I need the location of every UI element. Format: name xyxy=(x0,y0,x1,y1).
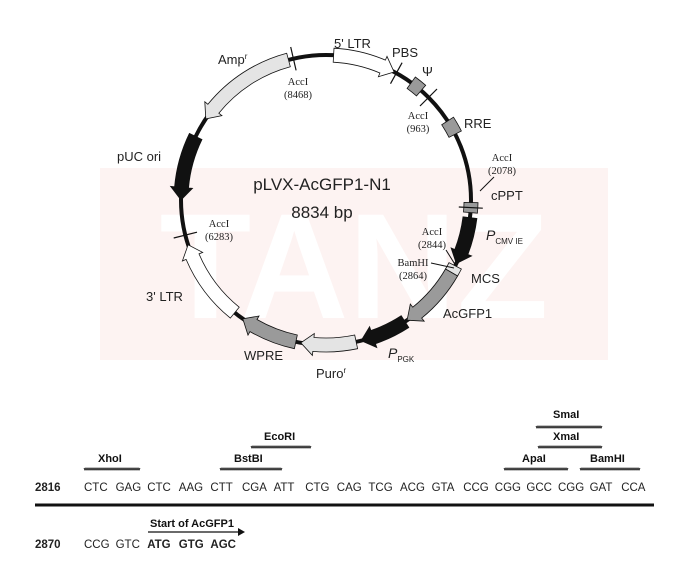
label-puro: Puror xyxy=(316,366,346,381)
codon: CTT xyxy=(210,482,232,494)
label-psi: Ψ xyxy=(422,64,433,79)
feature-puro xyxy=(300,332,359,357)
tick-acci-2078 xyxy=(458,206,483,209)
svg-text:AccI: AccI xyxy=(209,219,230,230)
plasmid-size: 8834 bp xyxy=(291,203,352,222)
feature-5ltr xyxy=(332,47,395,78)
label-rre: RRE xyxy=(464,116,492,131)
site-acci-8468: AccI (8468) xyxy=(284,77,312,101)
site-smai-underline xyxy=(535,424,603,430)
enzyme-apai: ApaI xyxy=(522,453,546,465)
label-cppt: cPPT xyxy=(491,188,523,203)
codon: GAT xyxy=(590,482,613,494)
codon: ACG xyxy=(400,482,425,494)
feature-acgfp1 xyxy=(406,268,459,322)
svg-text:AccI: AccI xyxy=(422,227,443,238)
site-bamhi-2864: BamHI (2864) xyxy=(398,258,455,282)
svg-text:(6283): (6283) xyxy=(205,232,233,243)
site-xhoi-underline xyxy=(83,466,141,472)
codon: AAG xyxy=(179,482,203,494)
label-amp: Ampr xyxy=(218,52,248,67)
svg-text:AccI: AccI xyxy=(288,77,309,88)
codon: CCG xyxy=(463,482,489,494)
site-bamhi-underline xyxy=(579,466,641,472)
site-ecori-underline xyxy=(250,444,312,450)
codon: CTG xyxy=(305,482,329,494)
codon: GTC xyxy=(116,539,140,551)
enzyme-bstbi: BstBI xyxy=(234,453,263,465)
enzyme-xhoi: XhoI xyxy=(98,453,122,465)
label-puc-ori: pUC ori xyxy=(117,149,161,164)
mcs-sequence: 2816 CTC GAG CTC AAG CTT CGA ATT CTG CAG TCG ACG GT… xyxy=(35,409,654,551)
codon: GAG xyxy=(116,482,142,494)
site-acci-2844: AccI (2844) xyxy=(418,227,457,267)
row1-position: 2816 xyxy=(35,482,61,494)
enzyme-ecori: EcoRI xyxy=(264,431,295,443)
site-apai-underline xyxy=(503,466,569,472)
site-acci-963: AccI (963) xyxy=(407,111,430,135)
label-ppgk: PPGK xyxy=(388,345,415,364)
label-3ltr: 3' LTR xyxy=(146,289,183,304)
codon: AGC xyxy=(210,539,236,551)
label-wpre: WPRE xyxy=(244,348,283,363)
tick-acci-963 xyxy=(419,88,438,107)
start-arrow-head xyxy=(238,528,245,536)
label-pcmv: PCMV IE xyxy=(486,227,523,246)
tick-acci-6283 xyxy=(173,231,198,239)
feature-pcmv-ie xyxy=(450,216,478,265)
codon: ATG xyxy=(147,539,170,551)
codon: ATT xyxy=(274,482,295,494)
label-mcs: MCS xyxy=(471,271,500,286)
codon: CAG xyxy=(337,482,362,494)
feature-puc-ori xyxy=(169,132,203,201)
watermark-text: TANZ xyxy=(160,182,549,350)
enzyme-xmai: XmaI xyxy=(553,431,579,443)
watermark-background xyxy=(100,168,608,360)
start-acgfp1-label: Start of AcGFP1 xyxy=(150,518,234,530)
feature-ppgk xyxy=(360,315,410,349)
site-bstbi-underline xyxy=(219,466,283,472)
label-5ltr: 5' LTR xyxy=(334,36,371,51)
svg-text:(963): (963) xyxy=(407,124,430,135)
codon: TCG xyxy=(368,482,392,494)
feature-psi xyxy=(406,76,427,97)
svg-text:(2844): (2844) xyxy=(418,240,446,251)
svg-text:(2864): (2864) xyxy=(399,271,427,282)
codon: CTC xyxy=(84,482,108,494)
tick-pbs xyxy=(389,62,403,84)
codon: CGA xyxy=(242,482,267,494)
tick-acci-8468 xyxy=(290,46,297,71)
enzyme-bamhi: BamHI xyxy=(590,453,625,465)
svg-text:AccI: AccI xyxy=(408,111,429,122)
site-xmai-underline xyxy=(537,444,603,450)
svg-text:(2078): (2078) xyxy=(488,166,516,177)
codon: CGG xyxy=(558,482,584,494)
codon: GCC xyxy=(526,482,552,494)
plasmid-name: pLVX-AcGFP1-N1 xyxy=(253,175,391,194)
codon: GTG xyxy=(179,539,204,551)
feature-ampr xyxy=(204,52,291,120)
feature-3ltr xyxy=(181,244,240,319)
codon: CGG xyxy=(495,482,521,494)
codon: CTC xyxy=(147,482,171,494)
label-acgfp1: AcGFP1 xyxy=(443,306,492,321)
feature-rre xyxy=(441,116,462,138)
svg-text:(8468): (8468) xyxy=(284,90,312,101)
row2-position: 2870 xyxy=(35,539,61,551)
label-pbs: PBS xyxy=(392,45,418,60)
site-acci-2078: AccI (2078) xyxy=(479,153,516,192)
codon: CCA xyxy=(621,482,646,494)
svg-text:AccI: AccI xyxy=(492,153,513,164)
codon: GTA xyxy=(432,482,455,494)
feature-wpre xyxy=(242,315,298,350)
svg-text:BamHI: BamHI xyxy=(398,258,429,269)
enzyme-smai: SmaI xyxy=(553,409,579,421)
site-acci-6283: AccI (6283) xyxy=(205,219,233,243)
codon: CCG xyxy=(84,539,110,551)
